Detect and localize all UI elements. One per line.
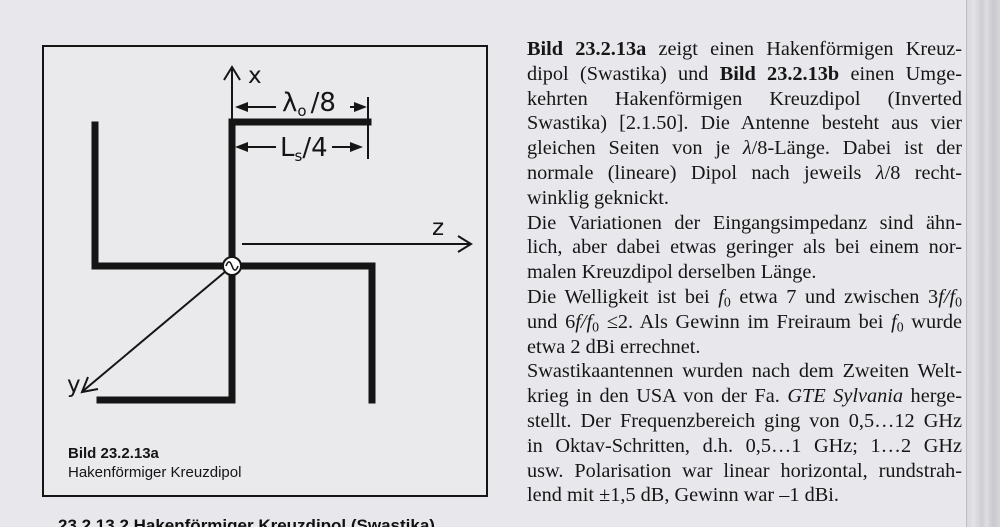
text-line: winklig geknickt. <box>527 186 962 211</box>
text-line: usw. Polarisation war linear horizontal,… <box>527 459 962 484</box>
lambda-symbol: λ <box>282 88 297 118</box>
figure-caption-title: Hakenförmiger Kreuzdipol <box>68 464 241 481</box>
text-segment: wurde <box>903 310 962 333</box>
text-segment: Swastika) [2.1.50]. Die Antenne besteht … <box>527 112 962 135</box>
text-subscript: 0 <box>592 319 600 335</box>
text-segment: f <box>891 310 897 333</box>
text-line: etwa 2 dBi errechnet. <box>527 335 962 360</box>
text-segment: ≤2. Als Gewinn im Freiraum bei <box>599 310 892 333</box>
text-line: Swastikaantennen wurden nach dem Zweiten… <box>527 359 962 384</box>
text-segment: Bild 23.2.13a <box>527 38 647 60</box>
axis-z-label: z <box>432 215 444 241</box>
text-segment: /8 recht- <box>884 161 962 184</box>
text-segment: etwa 7 und zwischen 3 <box>730 285 939 308</box>
text-line: dipol (Swastika) und Bild 23.2.13b einen… <box>527 62 962 87</box>
axis-x-arrowhead <box>223 65 241 81</box>
lambda-subscript: o <box>297 102 306 120</box>
text-segment: etwa 2 dBi errechnet. <box>527 335 701 358</box>
text-segment: GTE Sylvania <box>787 385 904 408</box>
text-line: Die Variationen der Eingangsimpedanz sin… <box>527 211 962 236</box>
axis-y-line <box>82 265 233 392</box>
text-segment: in Oktav-Schritten, d.h. 0,5…1 GHz; 1…2 … <box>527 434 962 457</box>
text-line: kehrten Hakenförmigen Kreuzdipol (Invert… <box>527 87 962 112</box>
antenna-arm-right <box>228 262 376 404</box>
page-stack-edge <box>966 0 1000 527</box>
text-line: stellt. Der Frequenzbereich ging von 0,5… <box>527 409 962 434</box>
section-heading-text: 23.2.13.2 Hakenförmiger Kreuzdipol (Swas… <box>58 516 435 527</box>
text-segment: Swastikaantennen wurden nach dem Zweiten… <box>527 360 962 383</box>
axis-x-label: x <box>248 63 262 89</box>
dimension-lambda-right-arrowhead <box>354 102 367 112</box>
text-segment: lich, aber dabei etwas geringer als bei … <box>527 236 962 259</box>
lambda-rest: /8 <box>311 88 336 118</box>
ac-source-icon <box>225 261 239 271</box>
text-segment: normale (lineare) Dipol nach jeweils <box>527 161 876 184</box>
text-subscript: 0 <box>896 319 904 335</box>
text-segment: λ <box>875 161 885 184</box>
antenna-arm-bottom <box>96 262 236 404</box>
dimension-ls-label: Ls/4 <box>280 133 328 165</box>
ls-rest: /4 <box>302 133 327 163</box>
text-segment: Bild 23.2.13b <box>719 62 840 85</box>
axis-y-arrowhead <box>80 376 99 394</box>
text-segment: malen Kreuzdipol derselben Länge. <box>527 261 817 284</box>
ls-subscript: s <box>295 147 303 165</box>
text-segment: lend mit ±1,5 dB, Gewinn war –1 dBi. <box>527 484 839 507</box>
text-segment: usw. Polarisation war linear horizontal,… <box>527 459 962 482</box>
axis-y-label: y <box>67 372 81 398</box>
text-segment: f/f <box>575 310 593 333</box>
ls-symbol: L <box>280 133 295 163</box>
text-segment: Die Welligkeit ist bei <box>527 285 719 308</box>
text-segment: gleichen Seiten von je <box>527 137 743 160</box>
axis-z-arrowhead <box>457 235 473 253</box>
figure-caption-number: Bild 23.2.13a <box>68 445 160 462</box>
dimension-lambda-left-arrowhead <box>235 102 248 112</box>
dimension-ls-left-arrowhead <box>235 142 248 152</box>
text-segment: herge- <box>903 385 962 408</box>
dimension-arrowheads <box>235 102 367 152</box>
dimension-ls-right-arrowhead <box>350 142 363 152</box>
text-line: Swastika) [2.1.50]. Die Antenne besteht … <box>527 111 962 136</box>
text-segment: dipol (Swastika) und <box>527 62 720 85</box>
text-line: Die Welligkeit ist bei f0 etwa 7 und zwi… <box>527 285 962 310</box>
text-line: in Oktav-Schritten, d.h. 0,5…1 GHz; 1…2 … <box>527 434 962 459</box>
dimension-lambda-label: λo/8 <box>282 88 336 120</box>
text-segment: /8-Länge. Dabei ist der <box>751 137 962 160</box>
text-line: und 6f/f0 ≤2. Als Gewinn im Freiraum bei… <box>527 310 962 335</box>
text-line: lich, aber dabei etwas geringer als bei … <box>527 235 962 260</box>
text-line: krieg in den USA von der Fa. GTE Sylvani… <box>527 384 962 409</box>
text-line: gleichen Seiten von je λ/8-Länge. Dabei … <box>527 136 962 161</box>
text-segment: f/f <box>938 285 956 308</box>
text-segment: zeigt einen Hakenförmigen Kreuz- <box>646 38 962 60</box>
text-line: lend mit ±1,5 dB, Gewinn war –1 dBi. <box>527 483 962 508</box>
text-subscript: 0 <box>955 294 962 310</box>
text-segment: λ <box>742 137 752 160</box>
text-segment: f <box>718 285 724 308</box>
text-line: Bild 23.2.13a zeigt einen Hakenförmigen … <box>527 37 962 62</box>
figure-box: x z y λo/8 Ls/4 Bild 23.2.13a Hakenförmi… <box>42 45 488 497</box>
text-line: normale (lineare) Dipol nach jeweils λ/8… <box>527 161 962 186</box>
next-section-heading: 23.2.13.2 Hakenförmiger Kreuzdipol (Swas… <box>58 512 488 527</box>
antenna-arm-left <box>91 121 236 270</box>
text-segment: und 6 <box>527 310 576 333</box>
text-segment: Die Variationen der Eingangsimpedanz sin… <box>527 211 962 234</box>
text-segment: stellt. Der Frequenzbereich ging von 0,5… <box>527 409 962 432</box>
text-segment: winklig geknickt. <box>527 186 669 209</box>
text-segment: kehrten Hakenförmigen Kreuzdipol (Invert… <box>527 87 962 110</box>
body-text-column: Bild 23.2.13a zeigt einen Hakenförmigen … <box>527 37 962 508</box>
text-subscript: 0 <box>723 294 731 310</box>
swastika-antenna-diagram: x z y λo/8 Ls/4 Bild 23.2.13a Hakenförmi… <box>67 63 473 481</box>
text-segment: krieg in den USA von der Fa. <box>527 385 788 408</box>
thin-lines <box>80 65 473 394</box>
text-line: malen Kreuzdipol derselben Länge. <box>527 260 962 285</box>
text-segment: einen Umge- <box>839 62 962 85</box>
